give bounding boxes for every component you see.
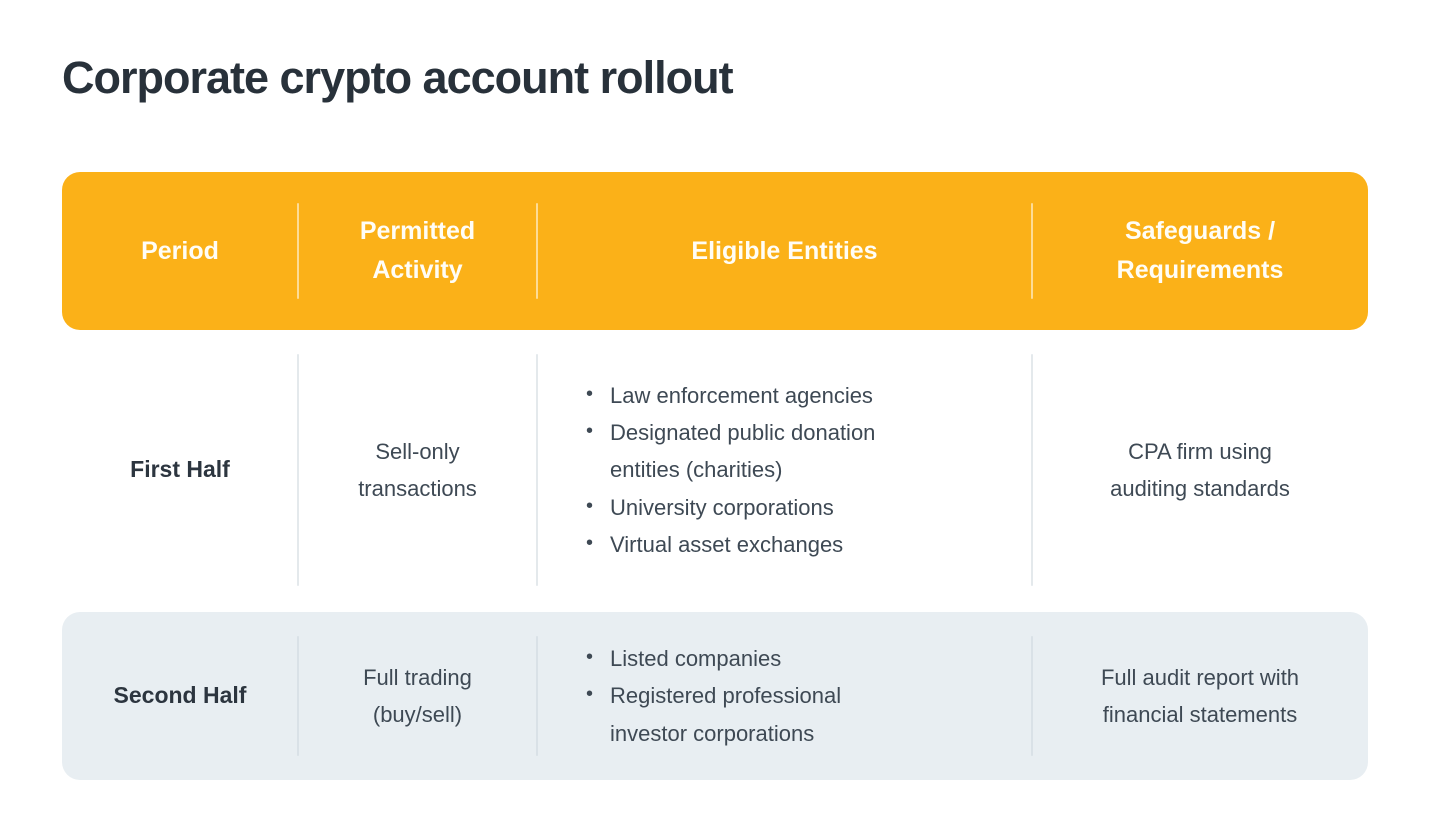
column-header-label: Permitted Activity: [359, 217, 476, 284]
column-header-eligible-entities: Eligible Entities: [536, 172, 1032, 330]
list-item: Virtual asset exchanges: [583, 526, 951, 563]
period-label: Second Half: [113, 682, 247, 709]
list-item: Registered professional investor corpora…: [583, 677, 903, 752]
table-row-first-half: First Half Sell-only transactions Law en…: [62, 330, 1368, 610]
column-header-label: Period: [141, 236, 219, 265]
column-header-label: Eligible Entities: [691, 236, 878, 265]
cell-safeguards: CPA firm using auditing standards: [1031, 330, 1368, 610]
permitted-activity-text: Full trading (buy/sell): [363, 664, 472, 727]
column-header-label: Safeguards / Requirements: [1116, 217, 1284, 284]
table-header-row: Period Permitted Activity Eligible Entit…: [62, 172, 1368, 330]
column-header-permitted-activity: Permitted Activity: [297, 172, 537, 330]
list-item: Listed companies: [583, 640, 903, 677]
cell-period: Second Half: [62, 612, 298, 780]
permitted-activity-text: Sell-only transactions: [358, 438, 477, 501]
cell-permitted-activity: Full trading (buy/sell): [297, 612, 537, 780]
column-header-safeguards-requirements: Safeguards / Requirements: [1031, 172, 1368, 330]
cell-permitted-activity: Sell-only transactions: [297, 330, 537, 610]
cell-period: First Half: [62, 330, 298, 610]
eligible-entities-list: Listed companies Registered professional…: [583, 640, 903, 752]
cell-eligible-entities: Law enforcement agencies Designated publ…: [536, 330, 1032, 610]
period-label: First Half: [130, 456, 230, 483]
list-item: University corporations: [583, 489, 951, 526]
rollout-table: Period Permitted Activity Eligible Entit…: [62, 172, 1368, 780]
safeguards-text: Full audit report with financial stateme…: [1100, 664, 1300, 727]
cell-eligible-entities: Listed companies Registered professional…: [536, 612, 1032, 780]
page-title: Corporate crypto account rollout: [62, 52, 734, 103]
column-header-period: Period: [62, 172, 298, 330]
eligible-entities-list: Law enforcement agencies Designated publ…: [583, 377, 951, 564]
cell-safeguards: Full audit report with financial stateme…: [1031, 612, 1368, 780]
list-item: Designated public donation entities (cha…: [583, 414, 951, 489]
table-row-second-half: Second Half Full trading (buy/sell) List…: [62, 612, 1368, 780]
safeguards-text: CPA firm using auditing standards: [1110, 438, 1290, 501]
list-item: Law enforcement agencies: [583, 377, 951, 414]
